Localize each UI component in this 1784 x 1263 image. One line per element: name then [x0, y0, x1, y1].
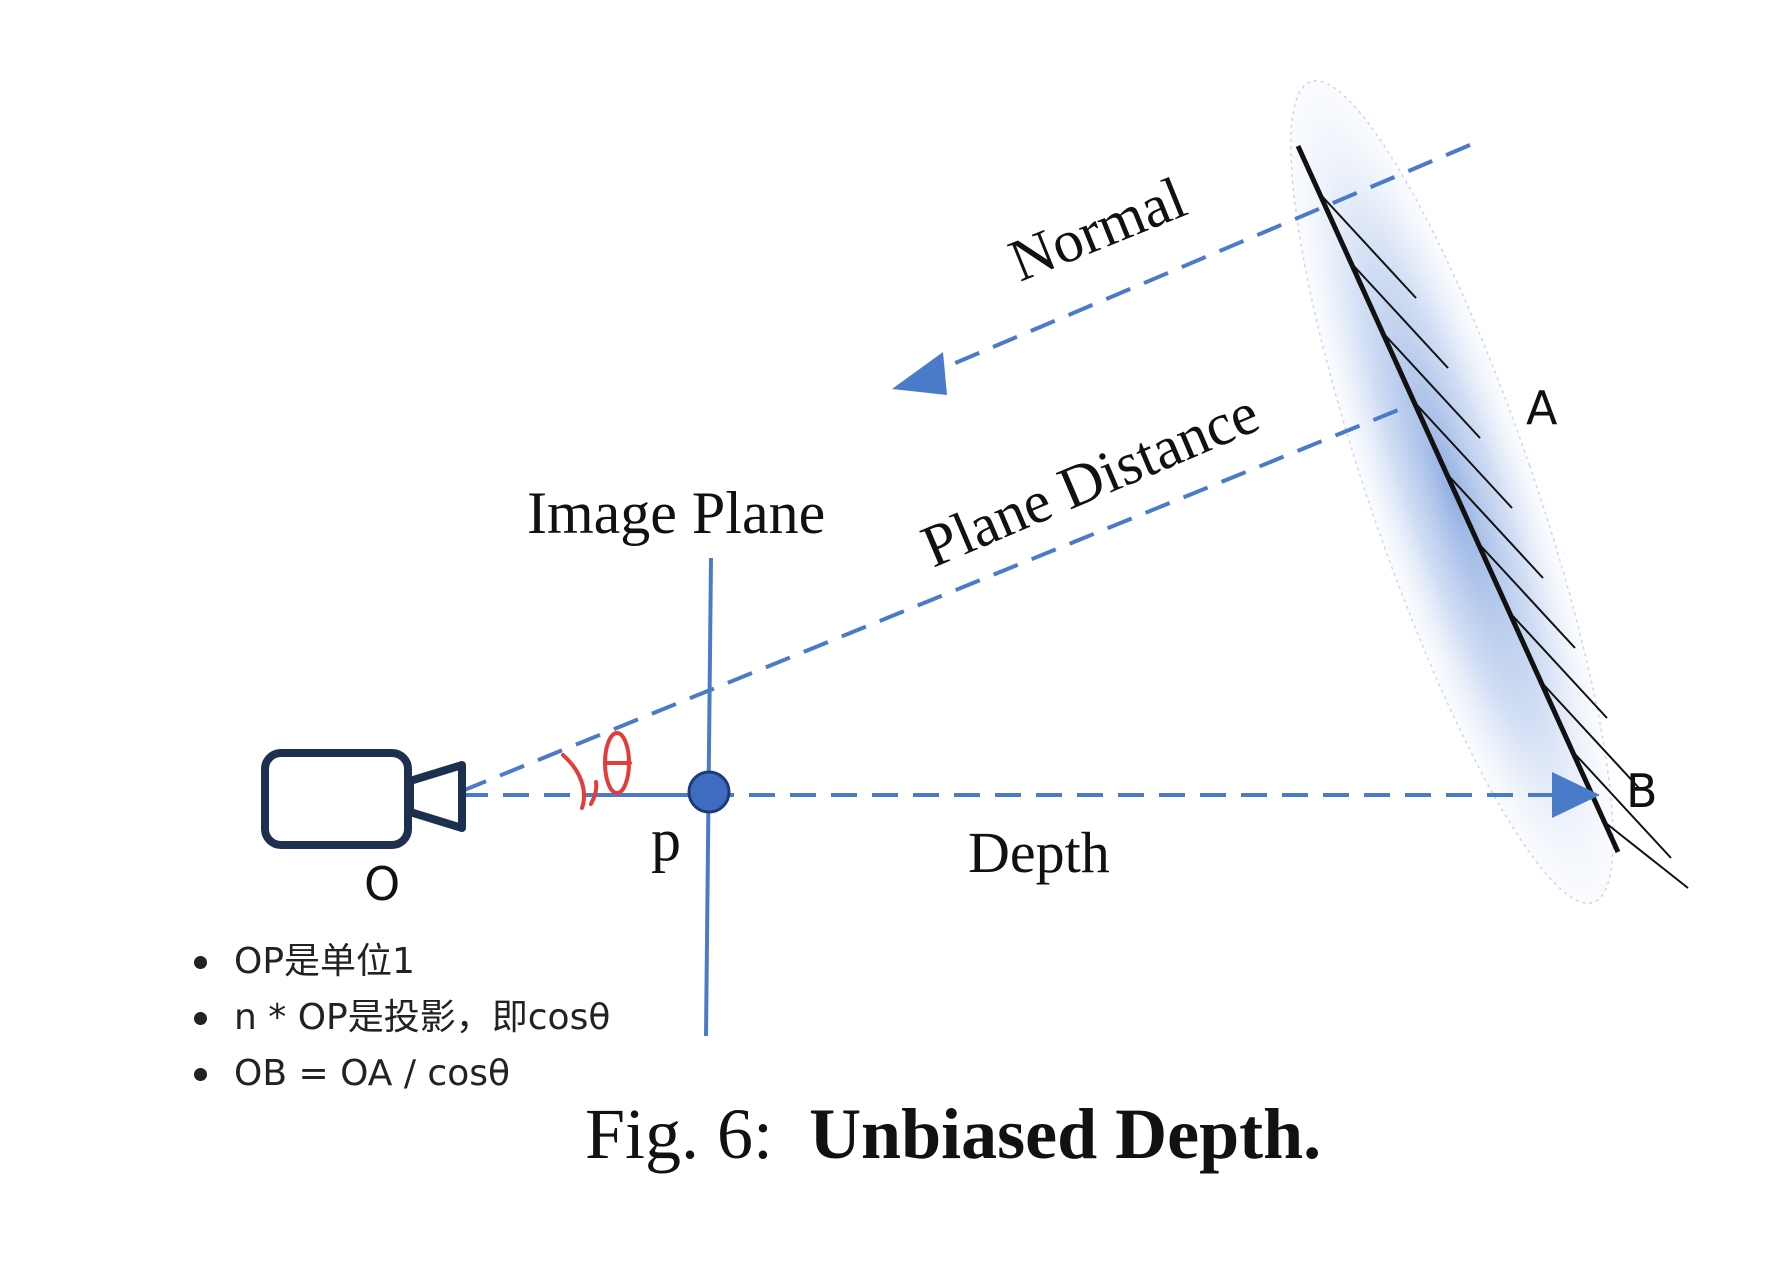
note-item: OB = OA / cosθ	[186, 1046, 610, 1102]
point-p-marker	[687, 770, 731, 814]
note-item: OP是单位1	[186, 934, 610, 990]
depth-label: Depth	[968, 820, 1110, 885]
surface-glow	[1290, 80, 1614, 904]
image-plane-label: Image Plane	[527, 480, 825, 546]
plane-distance-label: Plane Distance	[912, 379, 1268, 580]
origin-label: O	[364, 857, 400, 911]
caption-title: Unbiased Depth.	[809, 1094, 1321, 1174]
normal-ray	[933, 143, 1471, 374]
figure-caption: Fig. 6: Unbiased Depth.	[585, 1094, 1321, 1174]
point-b-label: B	[1626, 764, 1658, 818]
angle-annotation	[561, 731, 632, 810]
point-a-label: A	[1526, 381, 1558, 435]
point-p-label: p	[651, 807, 681, 873]
normal-arrowhead	[892, 352, 947, 395]
depth-arrowhead	[1552, 772, 1600, 818]
caption-prefix: Fig. 6:	[585, 1094, 773, 1174]
camera-icon	[261, 749, 466, 849]
notes-list: OP是单位1 n * OP是投影，即cosθ OB = OA / cosθ	[186, 934, 610, 1102]
surface-plane	[1295, 144, 1689, 889]
note-item: n * OP是投影，即cosθ	[186, 990, 610, 1046]
plane-distance-ray	[461, 404, 1409, 793]
